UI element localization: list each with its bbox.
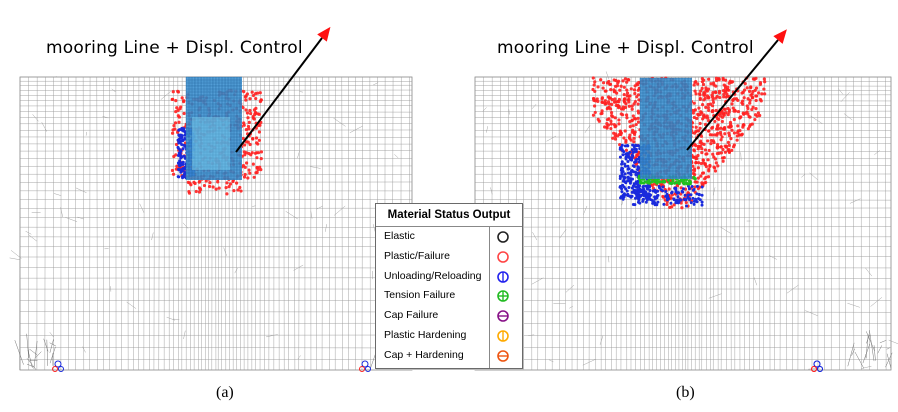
mooring-line-arrow — [686, 29, 787, 151]
boundary-supports — [811, 360, 823, 372]
legend-item-label: Cap Failure — [384, 309, 439, 322]
legend-item: Unloading/Reloading — [376, 267, 522, 287]
fe-mesh-b — [474, 29, 898, 372]
material-status-icon — [497, 231, 509, 243]
material-status-icon — [497, 310, 509, 322]
panel-a: mooring Line + Displ. Control (a) — [0, 0, 440, 412]
panel-a-caption: (a) — [216, 384, 234, 401]
legend-item: Plastic Hardening — [376, 326, 522, 346]
legend-item-label: Unloading/Reloading — [384, 269, 482, 282]
material-status-icon — [497, 270, 509, 283]
legend-item-label: Plastic Hardening — [384, 328, 467, 341]
legend-item-label: Cap + Hardening — [384, 348, 464, 361]
panel-b-caption: (b) — [676, 384, 695, 401]
material-status-icon — [497, 330, 509, 342]
pile — [639, 77, 692, 179]
material-status-icon — [497, 250, 509, 263]
boundary-supports — [52, 360, 371, 372]
legend-item: Elastic — [376, 227, 522, 247]
panel-b-title: mooring Line + Displ. Control — [497, 38, 754, 58]
legend-title: Material Status Output — [376, 204, 522, 227]
legend-item-label: Plastic/Failure — [384, 249, 450, 262]
legend-item-label: Elastic — [384, 230, 415, 242]
legend-item: Plastic/Failure — [376, 247, 522, 267]
legend-item: Tension Failure — [376, 286, 522, 306]
material-status-icon — [497, 349, 509, 362]
material-status-icon — [497, 290, 509, 303]
panel-b: mooring Line + Displ. Control (b) — [455, 0, 898, 412]
legend-item: Cap Failure — [376, 306, 522, 326]
mooring-line-arrow — [235, 26, 331, 153]
pile — [185, 76, 242, 180]
legend-item: Cap + Hardening — [376, 346, 522, 366]
legend-item-label: Tension Failure — [384, 289, 456, 302]
fe-mesh-a — [9, 26, 417, 372]
panel-a-title: mooring Line + Displ. Control — [46, 38, 303, 58]
